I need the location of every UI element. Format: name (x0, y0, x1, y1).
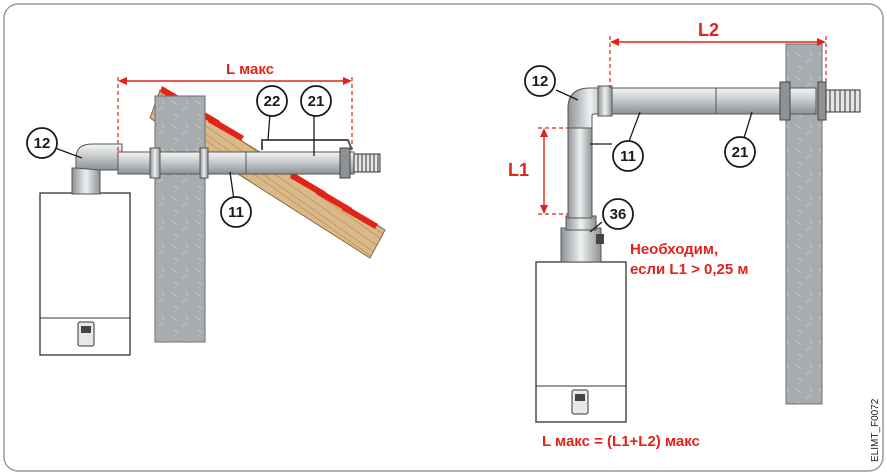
pipe-right-vertical (567, 125, 593, 219)
callout-left-12: 12 (26, 127, 83, 159)
right-diagram: L2 L1 12 11 21 (508, 20, 861, 450)
adapter-36 (560, 227, 602, 263)
boiler-right-control-panel (571, 389, 589, 415)
wall (154, 95, 206, 343)
label-l-max: L макс (226, 61, 274, 78)
dimension-l-max: L макс (117, 61, 353, 156)
pipe-11 (117, 151, 247, 175)
pipe-right-21 (715, 87, 817, 115)
frame (3, 3, 884, 472)
svg-text:12: 12 (532, 73, 549, 90)
svg-text:11: 11 (620, 148, 636, 165)
boiler-outlet (71, 167, 101, 195)
dimension-l2: L2 (609, 20, 827, 88)
svg-text:11: 11 (228, 204, 244, 221)
bracket-22 (261, 139, 353, 151)
svg-text:21: 21 (308, 93, 325, 110)
label-l2: L2 (698, 20, 719, 40)
svg-text:22: 22 (264, 93, 281, 110)
callout-right-11-a: 11 (590, 111, 644, 172)
svg-text:12: 12 (34, 135, 51, 152)
callout-left-22: 22 (256, 85, 288, 141)
note-line-1: Необходим, (630, 241, 718, 258)
pipe-right-11 (611, 87, 717, 115)
note-line-2: если L1 > 0,25 м (630, 261, 748, 278)
figure-id: ELIMT_F0072 (870, 398, 881, 462)
callout-right-12: 12 (524, 65, 579, 101)
elbow-12 (75, 143, 123, 171)
dimension-l1: L1 (508, 127, 568, 215)
callout-left-11: 11 (220, 171, 252, 228)
boiler-control-panel (77, 321, 95, 347)
formula: L макс = (L1+L2) макс (542, 433, 700, 450)
callout-right-36: 36 (589, 198, 634, 233)
callout-right-21: 21 (724, 111, 756, 168)
callout-left-21: 21 (300, 85, 332, 156)
pipe-21 (245, 151, 355, 175)
left-diagram: L макс 12 22 21 11 (26, 61, 386, 356)
label-l1: L1 (508, 160, 529, 180)
svg-text:21: 21 (732, 144, 749, 161)
svg-text:36: 36 (610, 206, 627, 223)
